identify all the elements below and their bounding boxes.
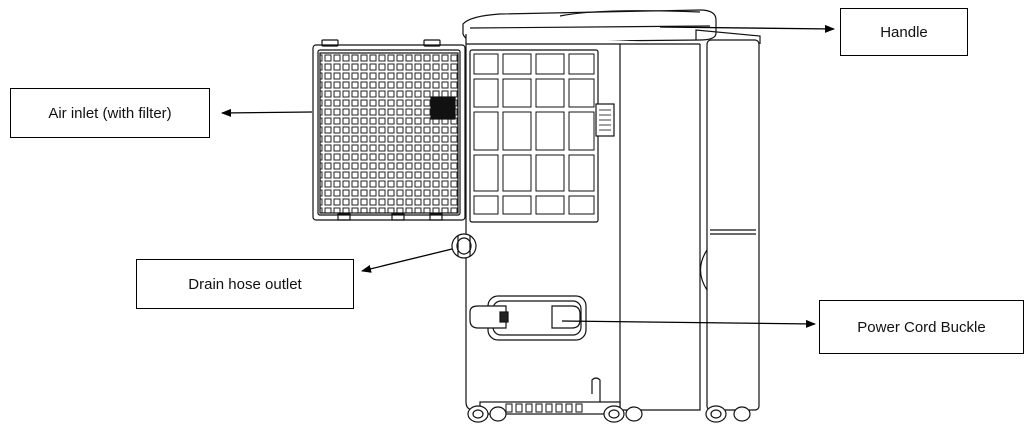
label-drain-hose-outlet: Drain hose outlet — [136, 259, 354, 309]
arrow-power-cord — [561, 319, 816, 328]
label-air-inlet: Air inlet (with filter) — [10, 88, 210, 138]
filter-panel — [312, 39, 466, 221]
arrow-handle — [659, 24, 835, 33]
leader-arrows — [221, 24, 835, 328]
label-power-cord-buckle: Power Cord Buckle — [819, 300, 1024, 354]
arrow-drain-hose — [361, 248, 453, 273]
dehumidifier-body — [451, 9, 761, 423]
arrow-air-inlet — [221, 108, 313, 117]
label-handle: Handle — [840, 8, 968, 56]
